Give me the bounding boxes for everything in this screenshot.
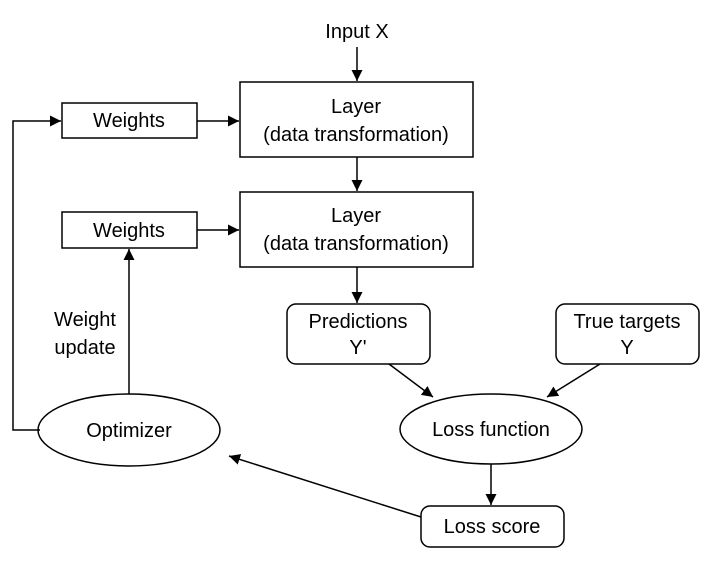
loss-function-node: Loss function (399, 393, 583, 465)
predictions-symbol: Y' (349, 337, 366, 359)
loss-score-label: Loss score (444, 516, 541, 538)
weights-bottom-box (61, 211, 198, 249)
edge-true-targets-to-loss-function (546, 363, 601, 398)
edge-loss-score-to-optimizer (228, 454, 422, 518)
true-targets-title: True targets (573, 311, 680, 333)
weight-update-label-line1: Weight (54, 309, 116, 331)
layer-top-subtitle: (data transformation) (263, 124, 449, 146)
weights-bottom-node: Weights (61, 211, 198, 249)
optimizer-label: Optimizer (86, 420, 172, 442)
loss-score-node: Loss score (420, 505, 565, 548)
weights-top-box (61, 102, 198, 139)
layer-top-node: Layer (data transformation) (239, 81, 474, 158)
edge-optimizer-to-weights-top (12, 115, 61, 431)
true-targets-symbol: Y (620, 337, 633, 359)
weights-top-label: Weights (93, 110, 165, 132)
layer-top-title: Layer (331, 96, 381, 118)
weights-bottom-label: Weights (93, 220, 165, 242)
edge-predictions-to-loss-function (388, 363, 434, 398)
predictions-node: Predictions Y' (286, 303, 431, 365)
predictions-box (286, 303, 431, 365)
optimizer-node: Optimizer (37, 393, 221, 467)
layer-bottom-node: Layer (data transformation) (239, 191, 474, 268)
layer-bottom-subtitle: (data transformation) (263, 233, 449, 255)
predictions-title: Predictions (309, 311, 408, 333)
true-targets-box (555, 303, 700, 365)
weights-top-node: Weights (61, 102, 198, 139)
true-targets-node: True targets Y (555, 303, 700, 365)
layer-bottom-title: Layer (331, 205, 381, 227)
layer-bottom-box (239, 191, 474, 268)
loss-function-label: Loss function (432, 419, 550, 441)
weight-update-label-line2: update (54, 337, 115, 359)
loss-score-box (420, 505, 565, 548)
input-label: Input X (325, 21, 388, 43)
